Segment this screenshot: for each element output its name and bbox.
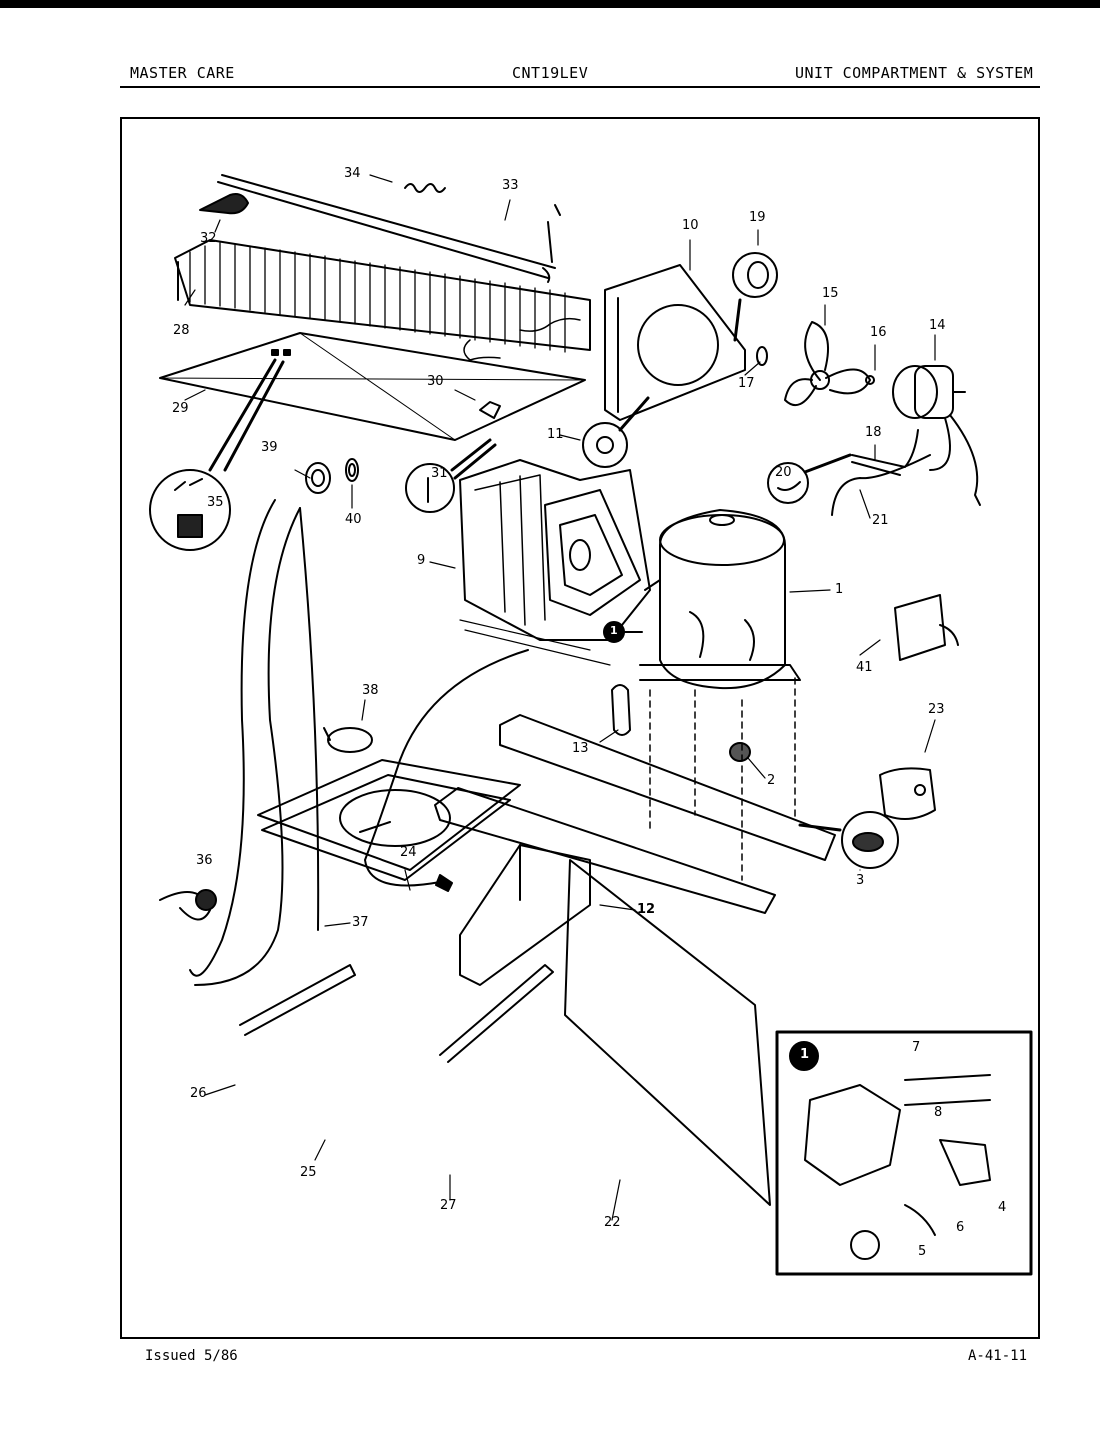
base-rail-lower bbox=[434, 787, 776, 914]
callout-1: 1 bbox=[835, 582, 844, 597]
detail-20-circle bbox=[767, 453, 852, 504]
callout-33: 33 bbox=[502, 178, 519, 193]
callout-14: 14 bbox=[929, 318, 946, 333]
callout-5: 5 bbox=[918, 1244, 927, 1259]
callout-20: 20 bbox=[775, 465, 792, 480]
callout-3: 3 bbox=[856, 873, 865, 888]
part-9-shroud bbox=[459, 459, 651, 666]
part-24-power-cord bbox=[359, 649, 529, 892]
part-27-rail bbox=[439, 964, 554, 1063]
callout-7: 7 bbox=[912, 1040, 921, 1055]
callout-36: 36 bbox=[196, 853, 213, 868]
base-rail-upper bbox=[499, 714, 836, 861]
callout-15: 15 bbox=[822, 286, 839, 301]
inset-marker-label: 1 bbox=[800, 1047, 810, 1062]
callout-29: 29 bbox=[172, 401, 189, 416]
callout-35: 35 bbox=[207, 495, 224, 510]
callout-2: 2 bbox=[767, 773, 776, 788]
part-13-drier bbox=[611, 684, 631, 736]
detail-19-circle bbox=[732, 252, 778, 342]
callout-39: 39 bbox=[261, 440, 278, 455]
header-model: CNT19LEV bbox=[512, 64, 589, 82]
part-41-capacitor bbox=[894, 594, 959, 661]
callout-4: 4 bbox=[998, 1200, 1007, 1215]
part-28-condenser-coil bbox=[174, 239, 591, 361]
footer-issued: Issued 5/86 bbox=[145, 1348, 238, 1364]
header-brand: MASTER CARE bbox=[130, 64, 235, 82]
part-12-bracket bbox=[459, 844, 591, 986]
header-rule bbox=[120, 86, 1040, 88]
callout-25: 25 bbox=[300, 1165, 317, 1180]
detail-31-circle bbox=[405, 438, 497, 513]
callout-18: 18 bbox=[865, 425, 882, 440]
callout-22: 22 bbox=[604, 1215, 621, 1230]
inset-marker-ref bbox=[603, 621, 643, 643]
callout-12: 12 bbox=[637, 902, 656, 917]
callout-11: 11 bbox=[547, 427, 564, 442]
callout-19: 19 bbox=[749, 210, 766, 225]
part-22-panel bbox=[564, 859, 771, 1206]
top-edge-bar bbox=[0, 0, 1100, 8]
part-25-drain-pan bbox=[257, 759, 521, 881]
callout-27: 27 bbox=[440, 1198, 457, 1213]
callout-21: 21 bbox=[872, 513, 889, 528]
part-29-plate bbox=[159, 332, 586, 441]
part-18-wire-harness bbox=[851, 429, 919, 476]
callout-13: 13 bbox=[572, 741, 589, 756]
callout-31: 31 bbox=[431, 466, 448, 481]
part-34-wire bbox=[404, 183, 446, 193]
leader-lines bbox=[184, 174, 936, 1221]
diagram-frame bbox=[120, 117, 1040, 1339]
inset-box bbox=[775, 1030, 1033, 1276]
callout-37: 37 bbox=[352, 915, 369, 930]
header-section-title: UNIT COMPARTMENT & SYSTEM bbox=[795, 64, 1034, 82]
detail-3-circle bbox=[798, 811, 899, 869]
mount-dashed-lines bbox=[649, 677, 796, 881]
part-21-wire bbox=[831, 454, 931, 516]
part-30-clip bbox=[479, 401, 501, 419]
callout-9: 9 bbox=[417, 553, 426, 568]
callout-30: 30 bbox=[427, 374, 444, 389]
part-38-clamp bbox=[323, 727, 373, 753]
part-17-washer bbox=[756, 346, 768, 366]
callout-8: 8 bbox=[934, 1105, 943, 1120]
callout-6: 6 bbox=[956, 1220, 965, 1235]
part-1-compressor bbox=[639, 509, 801, 690]
part-40-grommet bbox=[345, 458, 359, 482]
part-33-tube-rod bbox=[217, 174, 561, 283]
inset-marker-label-ref: 1 bbox=[610, 624, 618, 637]
part-14-fan-motor bbox=[892, 365, 981, 506]
callout-26: 26 bbox=[190, 1086, 207, 1101]
part-23-overload bbox=[879, 767, 936, 820]
detail-11-circle bbox=[582, 396, 650, 468]
callout-16: 16 bbox=[870, 325, 887, 340]
part-16-nut bbox=[865, 375, 875, 385]
callout-34: 34 bbox=[344, 166, 361, 181]
part-15-fan-blade bbox=[784, 321, 871, 407]
callout-24: 24 bbox=[400, 845, 417, 860]
callout-32: 32 bbox=[200, 231, 217, 246]
callout-23: 23 bbox=[928, 702, 945, 717]
callout-28: 28 bbox=[173, 323, 190, 338]
part-10-fan-shroud bbox=[604, 264, 746, 421]
callout-17: 17 bbox=[738, 376, 755, 391]
callout-10: 10 bbox=[682, 218, 699, 233]
part-26-rail bbox=[239, 964, 356, 1036]
callout-41: 41 bbox=[856, 660, 873, 675]
part-36-loop bbox=[159, 889, 217, 921]
callout-38: 38 bbox=[362, 683, 379, 698]
footer-page-code: A-41-11 bbox=[968, 1348, 1028, 1364]
part-2-grommet bbox=[729, 742, 751, 762]
part-32-clamp bbox=[199, 193, 249, 215]
detail-35-circle bbox=[149, 358, 285, 551]
part-39-grommet bbox=[305, 462, 331, 494]
part-37-drain-tube bbox=[189, 499, 320, 986]
callout-40: 40 bbox=[345, 512, 362, 527]
